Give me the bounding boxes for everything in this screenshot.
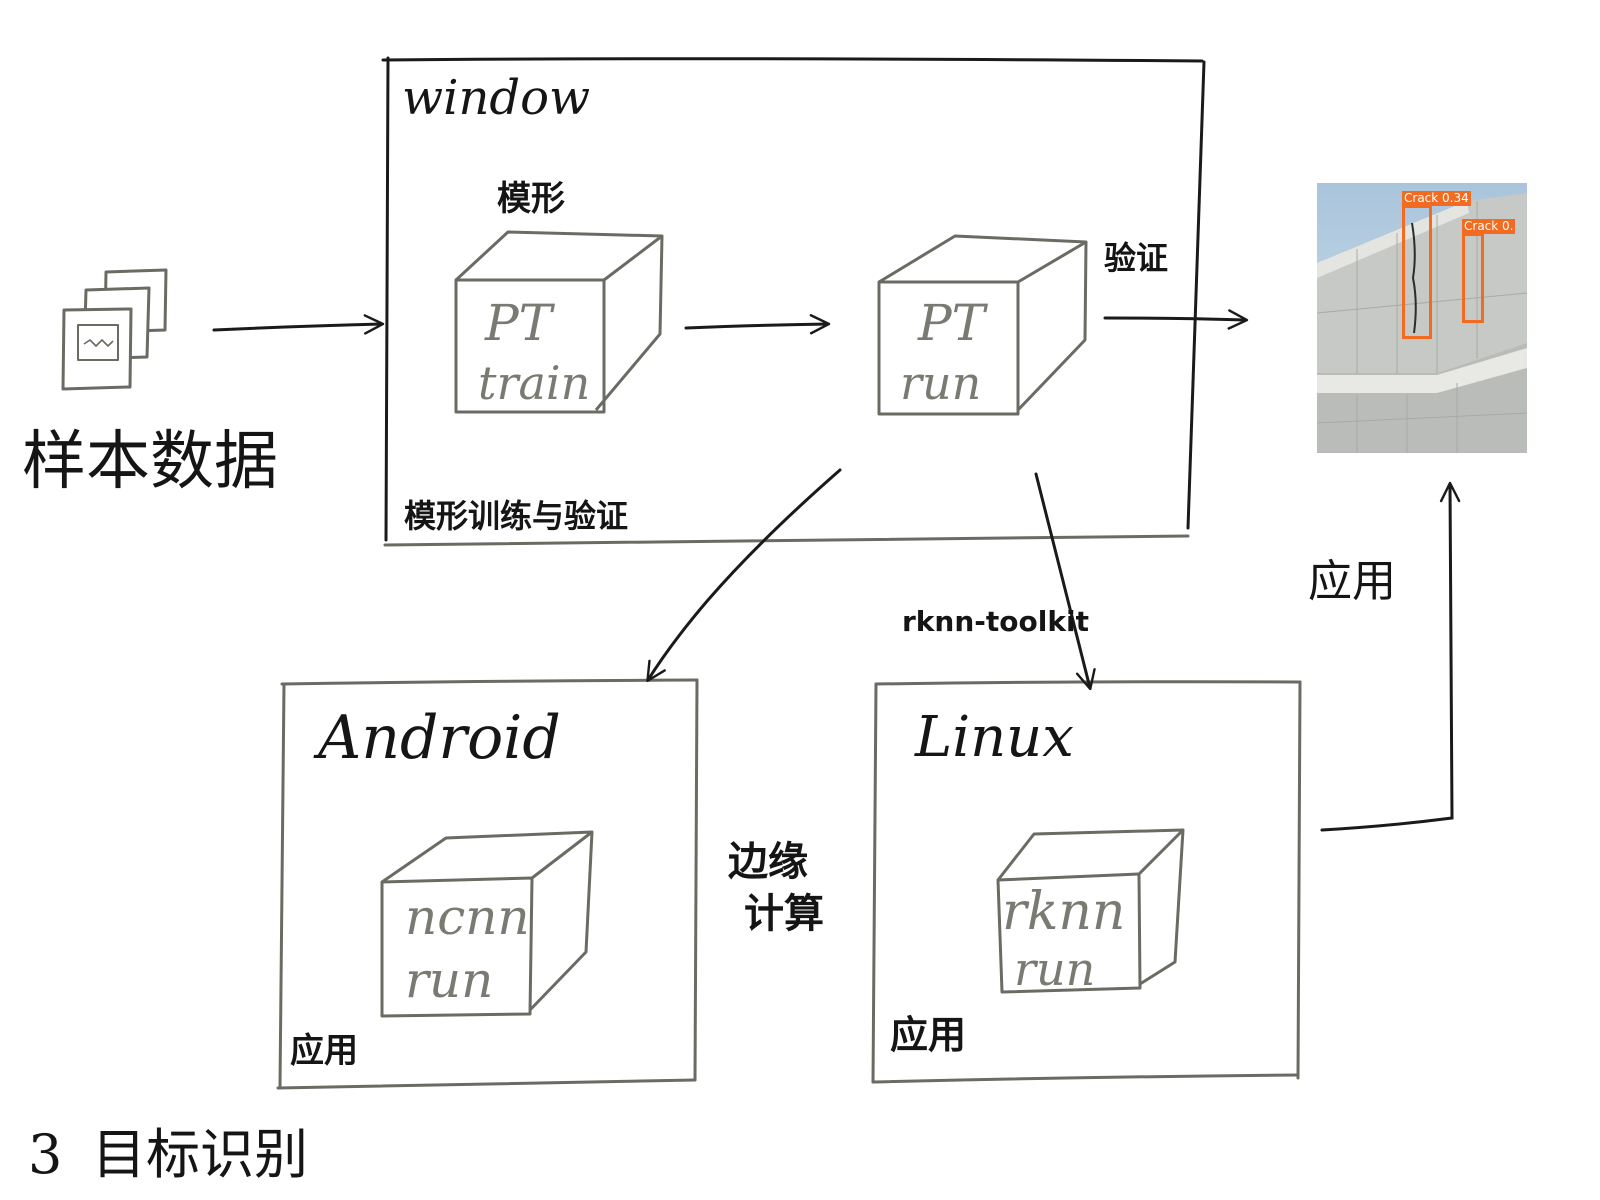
window-caption: 模形训练与验证 bbox=[404, 497, 629, 535]
rknn-label: rknn bbox=[1002, 882, 1126, 942]
cube-pt-run bbox=[877, 234, 1088, 416]
verify-label: 验证 bbox=[1104, 239, 1169, 277]
linux-caption: 应用 bbox=[890, 1013, 967, 1057]
cube-train-line1: PT bbox=[485, 294, 552, 352]
arrow-run-to-android bbox=[646, 468, 842, 683]
cube-train-line2: train bbox=[478, 356, 591, 410]
sample-data-icon bbox=[61, 268, 168, 391]
detection-box-1 bbox=[1402, 205, 1432, 339]
android-title: Android bbox=[318, 703, 561, 773]
ncnn-label: ncnn bbox=[405, 888, 530, 946]
arrow-run-to-result bbox=[1103, 309, 1249, 330]
detection-label-1: Crack 0.34 bbox=[1402, 191, 1471, 206]
cube-ncnn-run bbox=[380, 830, 594, 1018]
arrow-run-to-linux bbox=[1034, 472, 1096, 691]
window-frame bbox=[381, 56, 1206, 547]
compute-label: 计算 bbox=[744, 891, 824, 937]
section-title: 目标识别 bbox=[92, 1123, 308, 1186]
model-label: 模形 bbox=[497, 179, 565, 219]
window-title: window bbox=[402, 70, 591, 126]
cube-run-line2: run bbox=[900, 356, 982, 410]
detection-label-2: Crack 0. bbox=[1462, 219, 1516, 234]
sample-data-label: 样本数据 bbox=[22, 425, 278, 499]
section-number: 3 bbox=[28, 1123, 63, 1186]
android-frame bbox=[276, 678, 699, 1090]
cube-pt-train bbox=[454, 230, 664, 414]
detection-box-2 bbox=[1462, 233, 1484, 323]
arrow-linux-to-result bbox=[1320, 481, 1461, 832]
arrow-train-to-run bbox=[684, 314, 831, 335]
cube-run-line1: PT bbox=[918, 294, 985, 352]
edge-label: 边缘 bbox=[728, 839, 808, 885]
toolkit-label: rknn-toolkit bbox=[902, 605, 1089, 638]
detection-result-image: Crack 0.34 Crack 0. bbox=[1317, 183, 1527, 453]
ncnn-run-label: run bbox=[405, 951, 494, 1009]
apply-label: 应用 bbox=[1308, 556, 1396, 607]
arrow-sample-to-window bbox=[212, 314, 385, 335]
rknn-run-label: run bbox=[1014, 942, 1096, 996]
cube-rknn-run bbox=[996, 828, 1185, 994]
android-caption: 应用 bbox=[290, 1031, 358, 1071]
linux-title: Linux bbox=[915, 705, 1074, 770]
